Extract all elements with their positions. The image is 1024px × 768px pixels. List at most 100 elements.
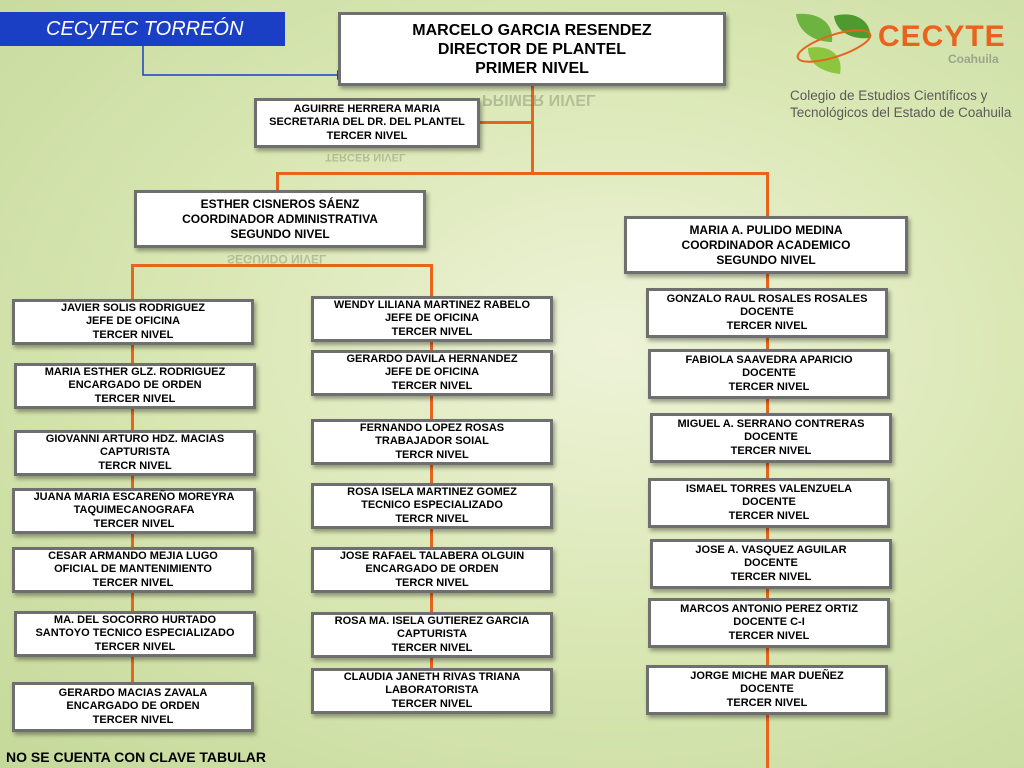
connector-admin-horizontal <box>131 264 433 267</box>
staff-level: TERCER NIVEL <box>92 713 174 726</box>
logo-name: CECYTE <box>878 20 1006 53</box>
staff-level: TERCER NIVEL <box>92 576 174 589</box>
staff-role: TRABAJADOR SOIAL <box>375 435 489 448</box>
secretary-name: AGUIRRE HERRERA MARIA <box>293 102 441 115</box>
staff-level: TERCR NIVEL <box>395 448 469 461</box>
connector-admin-drop <box>276 172 279 192</box>
staff-level: TERCER NIVEL <box>391 697 473 710</box>
director-name: MARCELO GARCIA RESENDEZ <box>412 21 652 39</box>
director-role: DIRECTOR DE PLANTEL <box>437 40 627 58</box>
staff-box-left-6: MA. DEL SOCORRO HURTADO SANTOYO TECNICO … <box>14 611 256 657</box>
staff-name: GERARDO DAVILA HERNANDEZ <box>346 352 518 365</box>
staff-level: TERCER NIVEL <box>730 570 812 583</box>
admin-coordinator-level: SEGUNDO NIVEL <box>230 226 330 241</box>
staff-level: TERCER NIVEL <box>391 325 473 338</box>
connector-acad-drop <box>766 172 769 218</box>
staff-box-middle-5: JOSE RAFAEL TALABERA OLGUIN ENCARGADO DE… <box>311 547 553 593</box>
staff-name: MA. DEL SOCORRO HURTADO <box>53 613 217 626</box>
staff-box-right-1: GONZALO RAUL ROSALES ROSALES DOCENTE TER… <box>646 288 888 338</box>
staff-level: TERCER NIVEL <box>728 380 810 393</box>
staff-name: ROSA MA. ISELA GUTIEREZ GARCIA <box>334 614 530 627</box>
connector-middle-column <box>430 264 433 672</box>
staff-level: TERCER NIVEL <box>730 444 812 457</box>
staff-role: LABORATORISTA <box>385 684 479 697</box>
staff-level: TERCR NIVEL <box>98 459 172 472</box>
staff-box-right-3: MIGUEL A. SERRANO CONTRERAS DOCENTE TERC… <box>650 413 892 463</box>
academic-coordinator-name: MARIA A. PULIDO MEDINA <box>689 222 843 237</box>
staff-box-left-2: MARIA ESTHER GLZ. RODRIGUEZ ENCARGADO DE… <box>14 363 256 409</box>
staff-role: JEFE DE OFICINA <box>384 366 480 379</box>
secretary-reflection: TERCER NIVEL <box>325 151 406 163</box>
academic-coordinator-level: SEGUNDO NIVEL <box>716 252 816 267</box>
staff-role: JEFE DE OFICINA <box>85 315 181 328</box>
staff-box-middle-4: ROSA ISELA MARTINEZ GOMEZ TECNICO ESPECI… <box>311 483 553 529</box>
staff-role: CAPTURISTA <box>99 446 171 459</box>
staff-level: TERCER NIVEL <box>726 319 808 332</box>
staff-role: DOCENTE <box>742 496 796 509</box>
college-name: Colegio de Estudios Científicos y Tecnol… <box>790 87 1020 121</box>
staff-level: TERCR NIVEL <box>395 512 469 525</box>
admin-coordinator-box: ESTHER CISNEROS SÁENZ COORDINADOR ADMINI… <box>134 190 426 248</box>
staff-name: WENDY LILIANA MARTINEZ RABELO <box>333 298 531 311</box>
footer-note: NO SE CUENTA CON CLAVE TABULAR <box>6 749 267 765</box>
arrow-to-director <box>142 44 345 80</box>
staff-role: ENCARGADO DE ORDEN <box>365 563 499 576</box>
staff-role: CAPTURISTA <box>396 628 468 641</box>
staff-name: JUANA MARIA ESCAREÑO MOREYRA <box>33 490 235 503</box>
staff-name: JOSE A. VASQUEZ AGUILAR <box>695 543 847 556</box>
staff-role: ENCARGADO DE ORDEN <box>68 379 202 392</box>
staff-role: TECNICO ESPECIALIZADO <box>361 499 503 512</box>
staff-name: JOSE RAFAEL TALABERA OLGUIN <box>339 549 525 562</box>
staff-box-right-5: JOSE A. VASQUEZ AGUILAR DOCENTE TERCER N… <box>650 539 892 589</box>
admin-coordinator-name: ESTHER CISNEROS SÁENZ <box>200 196 360 211</box>
staff-level: TERCER NIVEL <box>391 379 473 392</box>
staff-name: MIGUEL A. SERRANO CONTRERAS <box>677 417 865 430</box>
staff-name: JORGE MICHE MAR DUEÑEZ <box>690 669 844 682</box>
director-box: MARCELO GARCIA RESENDEZ DIRECTOR DE PLAN… <box>338 12 726 86</box>
staff-level: TERCER NIVEL <box>94 392 176 405</box>
college-name-line1: Colegio de Estudios Científicos y <box>790 88 988 103</box>
staff-name: GONZALO RAUL ROSALES ROSALES <box>666 292 868 305</box>
secretary-role: SECRETARIA DEL DR. DEL PLANTEL <box>269 116 465 129</box>
staff-role: DOCENTE <box>740 306 794 319</box>
staff-name: CLAUDIA JANETH RIVAS TRIANA <box>343 670 521 683</box>
secretary-level: TERCER NIVEL <box>326 129 408 142</box>
college-name-line2: Tecnológicos del Estado de Coahuila <box>790 105 1012 120</box>
campus-title-label: CECyTEC TORREÓN <box>46 17 244 40</box>
staff-role: OFICIAL DE MANTENIMIENTO <box>54 563 212 576</box>
staff-box-left-1: JAVIER SOLIS RODRIGUEZ JEFE DE OFICINA T… <box>12 299 254 345</box>
staff-role: SANTOYO TECNICO ESPECIALIZADO <box>35 627 235 640</box>
staff-level: TERCER NIVEL <box>726 696 808 709</box>
staff-name: JAVIER SOLIS RODRIGUEZ <box>60 301 206 314</box>
staff-level: TERCER NIVEL <box>93 517 175 530</box>
campus-title-tag: CECyTEC TORREÓN <box>0 12 285 46</box>
staff-box-middle-1: WENDY LILIANA MARTINEZ RABELO JEFE DE OF… <box>311 296 553 342</box>
staff-role: DOCENTE <box>742 367 796 380</box>
staff-name: CESAR ARMANDO MEJIA LUGO <box>48 549 218 562</box>
cecyte-leaf-icon <box>796 13 872 74</box>
staff-box-middle-6: ROSA MA. ISELA GUTIEREZ GARCIA CAPTURIST… <box>311 612 553 658</box>
staff-name: GERARDO MACIAS ZAVALA <box>58 686 208 699</box>
staff-name: FABIOLA SAAVEDRA APARICIO <box>685 353 853 366</box>
staff-name: MARCOS ANTONIO PEREZ ORTIZ <box>680 602 858 615</box>
staff-level: TERCER NIVEL <box>728 509 810 522</box>
staff-role: ENCARGADO DE ORDEN <box>66 700 200 713</box>
staff-level: TERCER NIVEL <box>94 640 176 653</box>
staff-name: ISMAEL TORRES VALENZUELA <box>685 482 853 495</box>
staff-box-middle-3: FERNANDO LOPEZ ROSAS TRABAJADOR SOIAL TE… <box>311 419 553 465</box>
staff-name: FERNANDO LOPEZ ROSAS <box>359 421 505 434</box>
logo-region: Coahuila <box>948 52 999 66</box>
connector-secretary <box>478 121 533 124</box>
staff-name: ROSA ISELA MARTINEZ GOMEZ <box>347 485 517 498</box>
staff-box-right-2: FABIOLA SAAVEDRA APARICIO DOCENTE TERCER… <box>648 349 890 399</box>
staff-level: TERCER NIVEL <box>728 629 810 642</box>
staff-box-left-5: CESAR ARMANDO MEJIA LUGO OFICIAL DE MANT… <box>12 547 254 593</box>
staff-role: DOCENTE <box>740 683 794 696</box>
connector-main-horizontal <box>276 172 769 175</box>
staff-name: MARIA ESTHER GLZ. RODRIGUEZ <box>44 365 226 378</box>
staff-role: TAQUIMECANOGRAFA <box>73 504 195 517</box>
staff-role: JEFE DE OFICINA <box>384 312 480 325</box>
staff-level: TERCER NIVEL <box>92 328 174 341</box>
director-reflection: PRIMER NIVEL <box>482 91 596 108</box>
staff-box-right-7: JORGE MICHE MAR DUEÑEZ DOCENTE TERCER NI… <box>646 665 888 715</box>
